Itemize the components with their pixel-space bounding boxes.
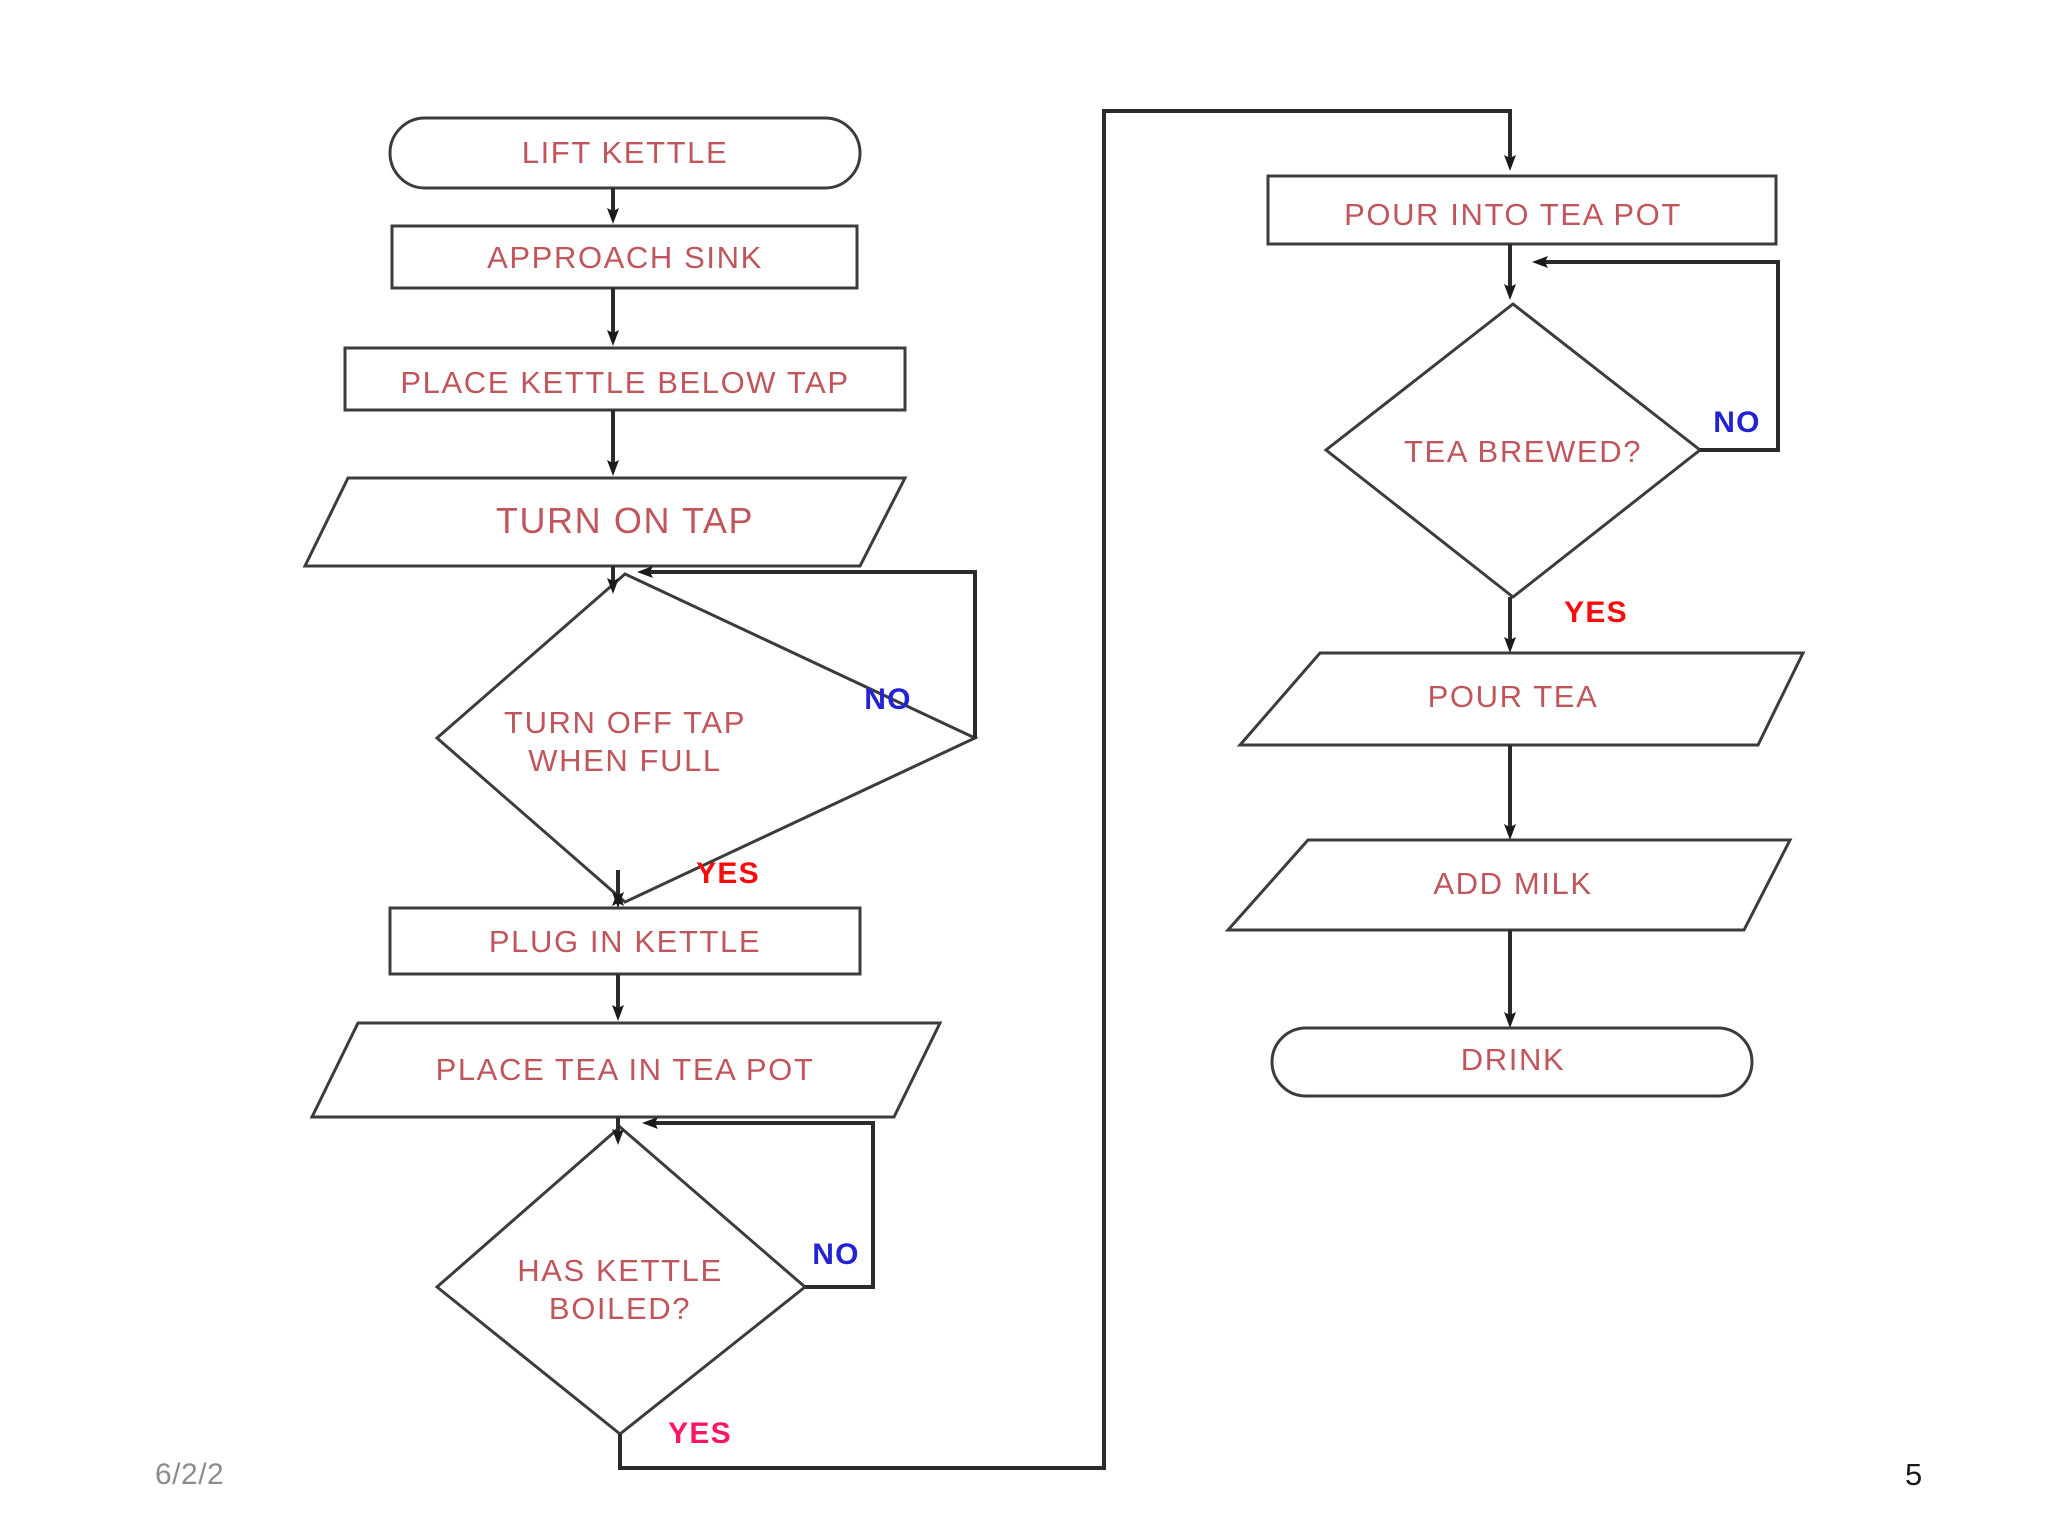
- node-label-plug-in-kettle: PLUG IN KETTLE: [488, 924, 762, 960]
- page-number: 5: [1905, 1457, 1923, 1492]
- shape-approach-sink[interactable]: [390, 224, 859, 290]
- edge-decision2-yes-to-pour: [618, 109, 1516, 1470]
- shape-lift-kettle[interactable]: [388, 116, 862, 190]
- shape-tea-brewed[interactable]: [1323, 302, 1703, 599]
- node-label-drink: DRINK: [1460, 1042, 1566, 1078]
- shape-plug-in-kettle[interactable]: [388, 906, 862, 976]
- branch-label-turn-off-tap-yes: YES: [696, 857, 760, 890]
- node-label-approach-sink: APPROACH SINK: [487, 240, 763, 276]
- node-label-place-kettle-below-tap: PLACE KETTLE BELOW TAP: [400, 365, 850, 401]
- shape-turn-on-tap[interactable]: [302, 476, 908, 568]
- branch-label-tea-brewed-no: NO: [1713, 406, 1761, 439]
- node-label-has-kettle-boiled: HAS KETTLE BOILED?: [517, 1253, 723, 1326]
- shape-place-kettle-below-tap[interactable]: [343, 346, 907, 412]
- edge-decision1-no-loop: [637, 566, 977, 738]
- node-label-lift-kettle: LIFT KETTLE: [521, 135, 729, 171]
- shape-pour-into-tea-pot[interactable]: [1266, 174, 1778, 246]
- shape-drink[interactable]: [1270, 1026, 1754, 1098]
- node-label-turn-off-tap-when-full: TURN OFF TAP WHEN FULL: [504, 705, 746, 778]
- node-label-pour-tea: POUR TEA: [1427, 679, 1599, 715]
- node-label-place-tea-in-tea-pot: PLACE TEA IN TEA POT: [435, 1052, 815, 1088]
- branch-label-turn-off-tap-no: NO: [864, 683, 912, 716]
- node-label-add-milk: ADD MILK: [1433, 866, 1593, 902]
- edge-decision2-no-loop: [642, 1117, 875, 1289]
- shape-place-tea-in-tea-pot[interactable]: [309, 1021, 943, 1119]
- shape-pour-tea[interactable]: [1236, 651, 1806, 747]
- edge-teabrewed-no-loop: [1532, 256, 1780, 452]
- shape-add-milk[interactable]: [1224, 838, 1793, 932]
- shape-turn-off-tap-when-full[interactable]: [434, 572, 979, 904]
- node-label-pour-into-tea-pot: POUR INTO TEA POT: [1344, 197, 1682, 233]
- footer-date: 6/2/2: [155, 1458, 225, 1491]
- branch-label-has-kettle-boiled-no: NO: [812, 1238, 860, 1271]
- branch-label-tea-brewed-yes: YES: [1564, 596, 1628, 629]
- node-label-turn-on-tap: TURN ON TAP: [495, 500, 755, 542]
- branch-label-has-kettle-boiled-yes: YES: [668, 1417, 732, 1450]
- node-label-tea-brewed: TEA BREWED?: [1403, 434, 1643, 470]
